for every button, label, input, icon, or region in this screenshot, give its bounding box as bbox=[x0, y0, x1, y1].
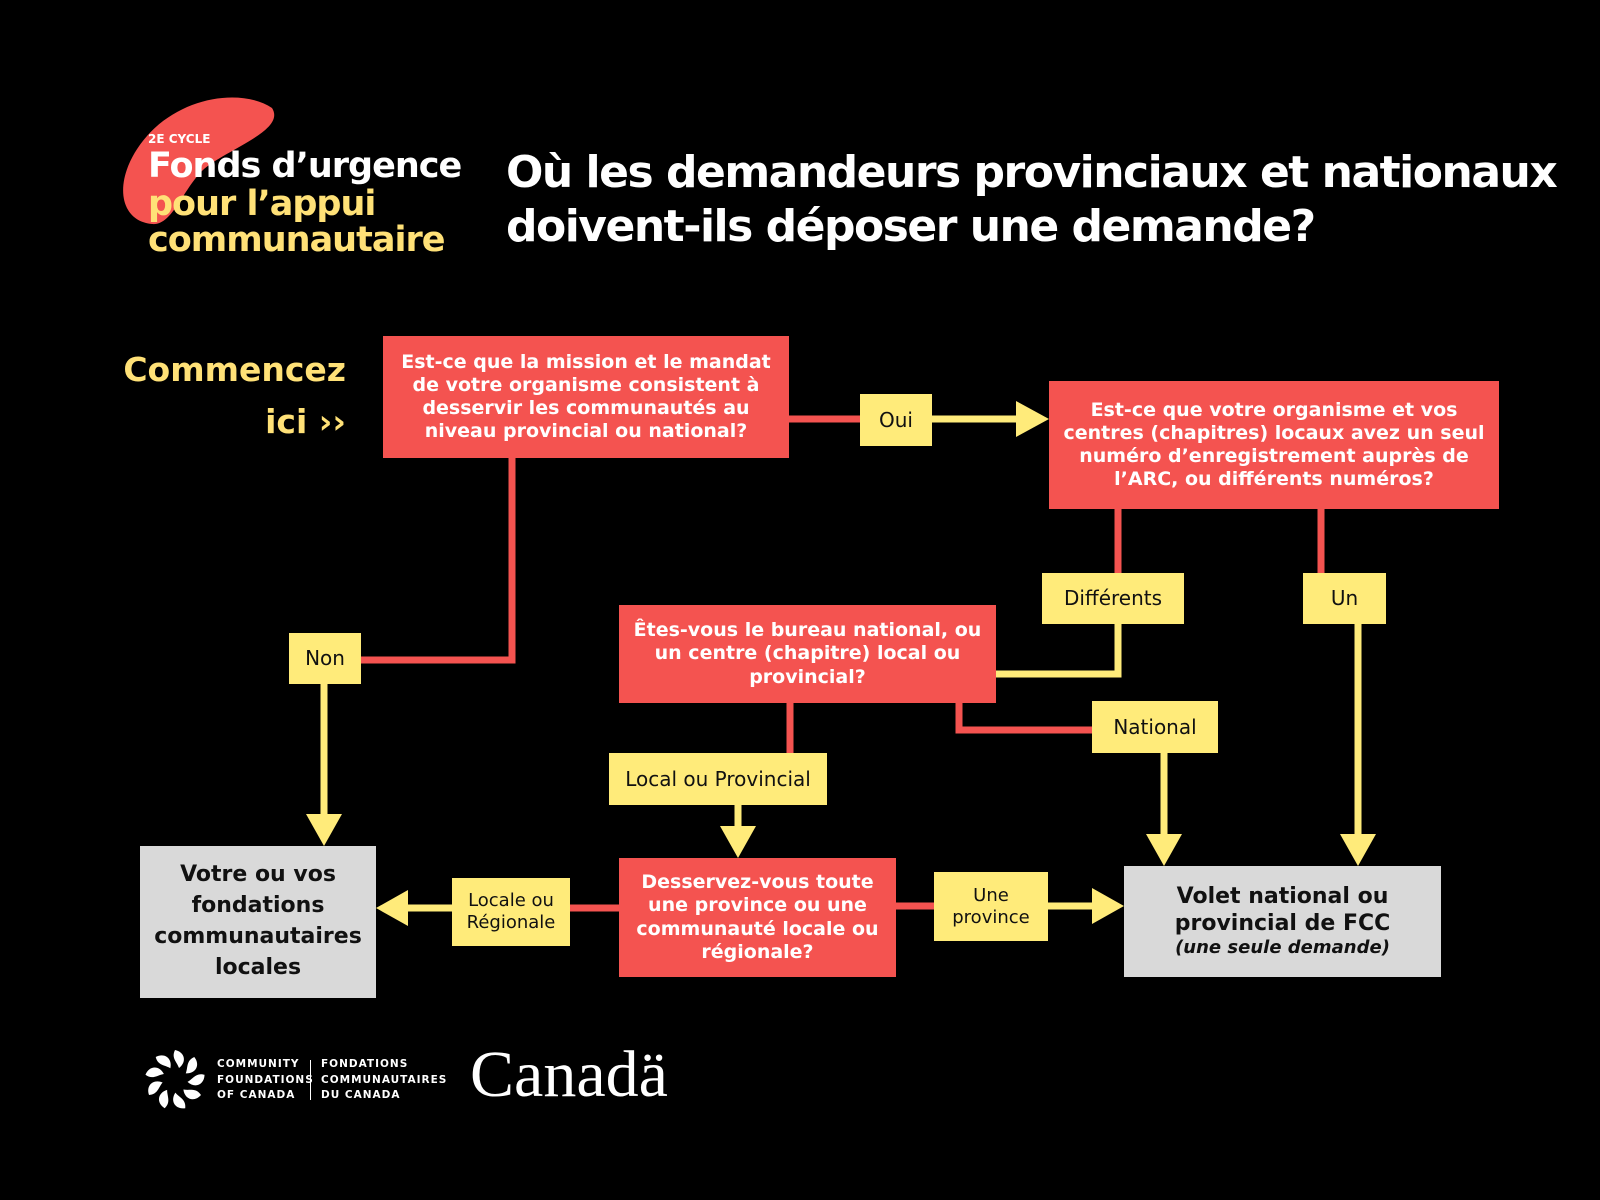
outcome-national-title: Volet national ou provincial de FCC bbox=[1174, 883, 1391, 936]
cfc-name-fr: FONDATIONS COMMUNAUTAIRES DU CANADA bbox=[321, 1057, 447, 1104]
cfc-fr-line: FONDATIONS bbox=[321, 1058, 409, 1070]
start-line1: Commencez bbox=[123, 350, 346, 389]
title-line2: doivent-ils déposer une demande? bbox=[506, 201, 1316, 252]
start-here-label: Commencez ici ›› bbox=[100, 344, 346, 448]
arrowhead bbox=[1092, 888, 1124, 924]
answer-differents: Différents bbox=[1042, 573, 1184, 624]
answer-non: Non bbox=[289, 633, 361, 684]
answer-oui: Oui bbox=[860, 394, 932, 446]
cfc-en-line: OF CANADA bbox=[217, 1089, 296, 1101]
cfc-fr-line: DU CANADA bbox=[321, 1089, 401, 1101]
start-line2: ici ›› bbox=[265, 402, 346, 441]
answer-national: National bbox=[1092, 701, 1218, 753]
arrow-differents-q3 bbox=[996, 624, 1122, 678]
question-scope: Desservez-vous toute une province ou une… bbox=[619, 858, 896, 977]
title-line1: Où les demandeurs provinciaux et nationa… bbox=[506, 147, 1558, 198]
arrowhead bbox=[1016, 401, 1049, 437]
answer-un: Un bbox=[1303, 573, 1386, 624]
brand-blob-shape bbox=[123, 97, 275, 225]
connector-q1-non bbox=[361, 458, 516, 664]
brand-line3: communautaire bbox=[148, 220, 445, 260]
brand-line1: Fonds d’urgence bbox=[148, 146, 462, 186]
arrowhead bbox=[720, 826, 756, 858]
outcome-local-foundations: Votre ou vos fondations communautaires l… bbox=[140, 846, 376, 998]
arrowhead bbox=[1340, 834, 1376, 866]
canada-wordmark: Canadä bbox=[470, 1038, 668, 1111]
outcome-national-note: (une seule demande) bbox=[1175, 937, 1390, 959]
arrowhead bbox=[1146, 834, 1182, 866]
brand-cycle: 2E CYCLE bbox=[148, 132, 211, 146]
answer-locale-regionale: Locale ou Régionale bbox=[452, 878, 570, 946]
outcome-local-text: Votre ou vos fondations communautaires l… bbox=[154, 862, 362, 980]
outcome-national-stream: Volet national ou provincial de FCC (une… bbox=[1124, 866, 1441, 977]
cfc-fr-line: COMMUNAUTAIRES bbox=[321, 1073, 448, 1086]
question-office: Êtes-vous le bureau national, ou un cent… bbox=[619, 605, 996, 703]
question-mission: Est-ce que la mission et le mandat de vo… bbox=[383, 336, 789, 458]
answer-une-province: Une province bbox=[934, 872, 1048, 941]
question-registration: Est-ce que votre organisme et vos centre… bbox=[1049, 381, 1499, 509]
cfc-name-en: COMMUNITY FOUNDATIONS OF CANADA bbox=[217, 1057, 314, 1104]
answer-local-provincial: Local ou Provincial bbox=[609, 753, 827, 805]
cfc-en-line: COMMUNITY bbox=[217, 1058, 300, 1070]
cfc-en-line: FOUNDATIONS bbox=[217, 1073, 314, 1086]
cfc-logo-icon bbox=[144, 1050, 207, 1112]
footer-divider bbox=[310, 1060, 311, 1100]
brand-line2: pour l’appui bbox=[148, 184, 376, 224]
arrowhead bbox=[306, 814, 342, 846]
arrowhead bbox=[376, 890, 408, 926]
page-title: Où les demandeurs provinciaux et nationa… bbox=[506, 146, 1558, 254]
connector-q3-national bbox=[955, 703, 1092, 734]
